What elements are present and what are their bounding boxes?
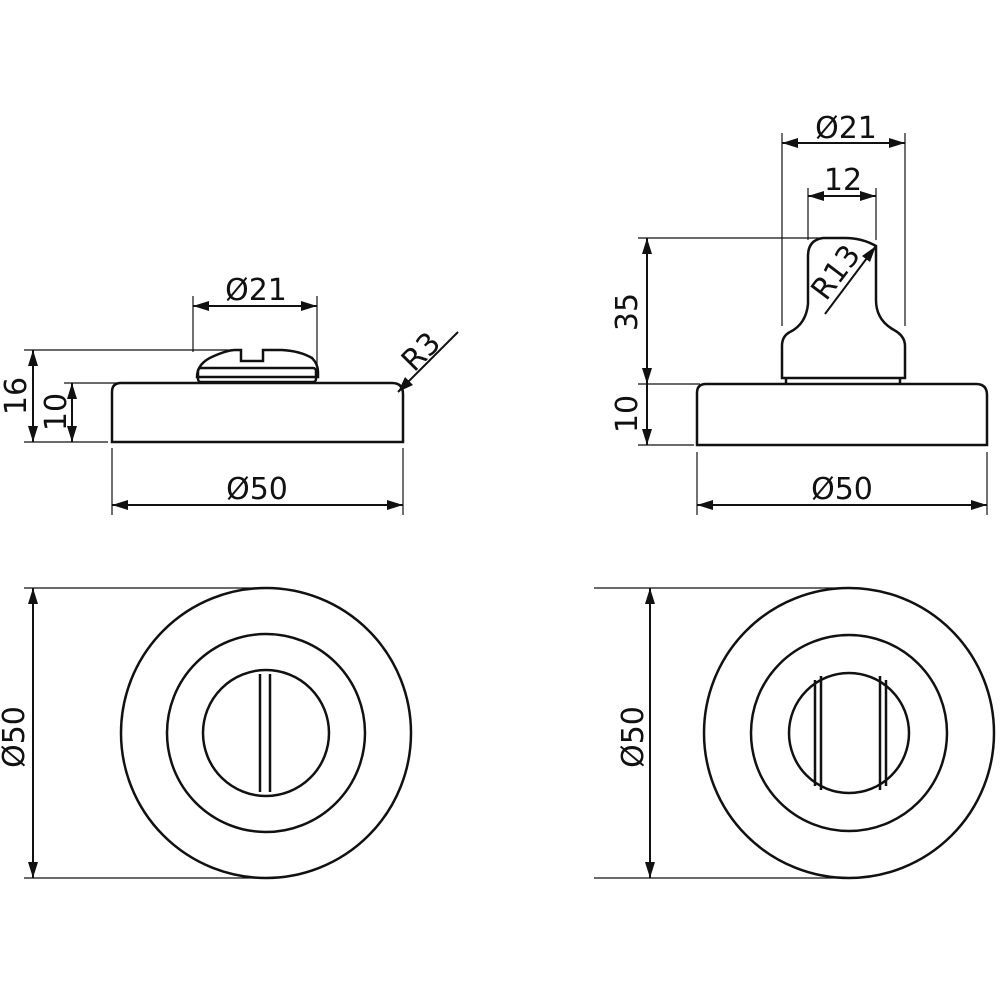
right-dim-d50-label: Ø50: [811, 472, 873, 507]
right-front-dim-d50-label: Ø50: [616, 706, 651, 768]
left-inner-ring: [165, 632, 367, 834]
arrow-down: [642, 368, 652, 384]
right-dim-r13-label: R13: [804, 239, 867, 307]
right-dim-d21-label: Ø21: [815, 111, 877, 146]
arrow-right: [860, 191, 876, 201]
arrow-down: [28, 862, 38, 878]
left-base-outline: [110, 381, 405, 444]
right-dim-35-label: 35: [610, 293, 645, 331]
arrow-up: [645, 588, 655, 604]
arrow-up: [28, 588, 38, 604]
arrow-down: [645, 862, 655, 878]
right-base-outline: [695, 382, 989, 447]
arrow-right: [301, 301, 317, 311]
arrow-left: [808, 191, 824, 201]
left-dim-r3-label: R3: [395, 326, 448, 379]
right-dim-12-label: 12: [824, 163, 862, 198]
arrow-left: [193, 301, 209, 311]
arrow-up: [642, 238, 652, 254]
left-screw-head: [195, 348, 320, 379]
arrow-up: [28, 350, 38, 366]
arrow-right: [971, 500, 987, 510]
left-outer-rosette: [119, 586, 413, 880]
arrow-right: [889, 138, 905, 148]
side-view-left: Ø21 R3 16 10 Ø50: [0, 273, 459, 515]
left-front-dim-d50-label: Ø50: [0, 706, 32, 768]
arrow-up: [67, 383, 77, 399]
arrow-left: [782, 138, 798, 148]
arrow-r3: [398, 377, 413, 392]
arrow-down: [67, 426, 77, 442]
left-dim-10-label: 10: [39, 393, 74, 431]
right-outer-rosette: [702, 586, 996, 880]
right-knob-circle: [787, 671, 911, 795]
right-inner-ring: [749, 633, 949, 833]
right-knob-outline: [780, 236, 907, 380]
front-view-left: Ø50: [0, 586, 413, 880]
front-view-right: Ø50: [594, 586, 996, 880]
left-dim-d21-label: Ø21: [225, 273, 287, 308]
right-dim-10-label: 10: [610, 395, 645, 433]
arrow-left: [697, 500, 713, 510]
arrow-down: [28, 426, 38, 442]
left-screw-face: [201, 668, 331, 798]
arrow-right: [387, 500, 403, 510]
arrow-down: [642, 429, 652, 445]
side-view-right: Ø21 12 R13 35 10 Ø50: [610, 111, 989, 515]
left-dim-16-label: 16: [0, 377, 34, 415]
left-screw-collar: [196, 366, 318, 384]
arrow-r13: [862, 246, 876, 262]
arrow-left: [112, 500, 128, 510]
left-dim-d50-label: Ø50: [226, 472, 288, 507]
